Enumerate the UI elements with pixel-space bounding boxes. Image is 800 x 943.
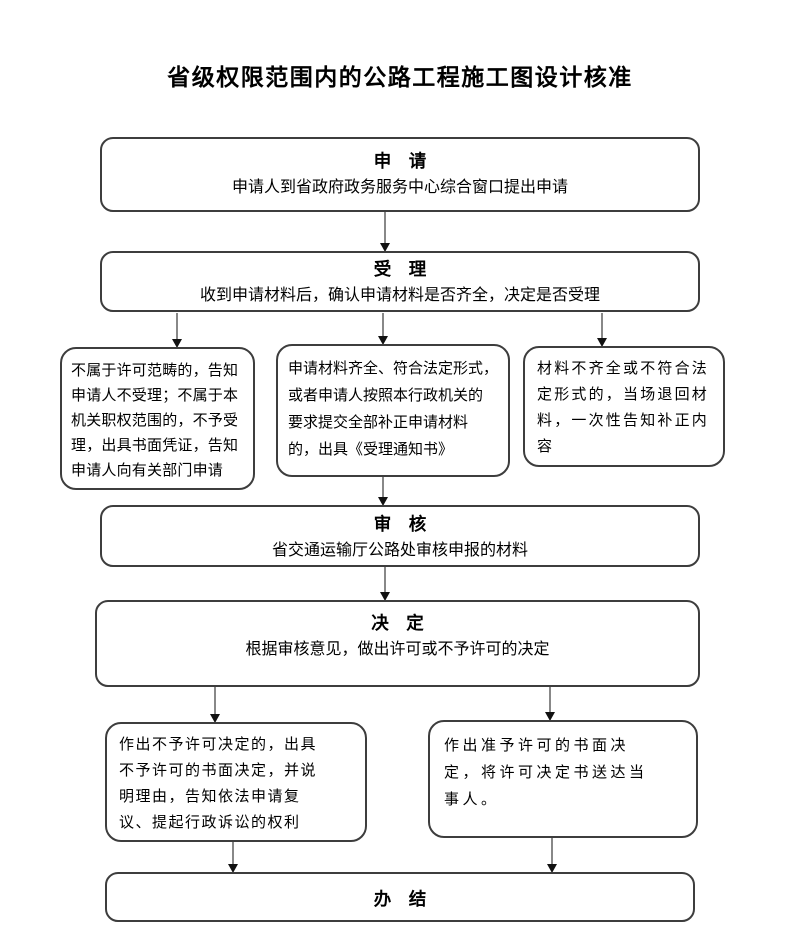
page-title: 省级权限范围内的公路工程施工图设计核准 bbox=[167, 64, 633, 90]
arrow-shaft bbox=[601, 313, 603, 339]
node-return-materials: 材料不齐全或不符合法 定形式的，当场退回材 料，一次性告知补正内 容 bbox=[523, 346, 725, 467]
arrow-shaft bbox=[384, 212, 386, 244]
node-complete-label: 办 结 bbox=[373, 889, 427, 909]
arrow-accept-to-accept-notice bbox=[377, 313, 389, 345]
arrow-shaft bbox=[382, 313, 384, 337]
arrow-shaft bbox=[384, 567, 386, 593]
arrow-decision-to-grant bbox=[544, 687, 556, 721]
node-grant-text: 作出准予许可的书面决 定，将许可决定书送达当 事人。 bbox=[444, 737, 648, 808]
arrow-head bbox=[172, 339, 182, 348]
arrow-shaft bbox=[214, 687, 216, 715]
node-deny: 作出不予许可决定的，出具 不予许可的书面决定，并说 明理由，告知依法申请复 议、… bbox=[105, 722, 367, 842]
arrow-accept-to-reject-scope bbox=[171, 313, 183, 348]
arrow-head bbox=[547, 864, 557, 873]
arrow-head bbox=[597, 338, 607, 347]
arrow-head bbox=[545, 712, 555, 721]
arrow-head bbox=[380, 243, 390, 252]
node-accept-notice: 申请材料齐全、符合法定形式， 或者申请人按照本行政机关的 要求提交全部补正申请材… bbox=[276, 344, 510, 477]
arrow-head bbox=[378, 497, 388, 506]
node-accept-desc: 收到申请材料后，确认申请材料是否齐全，决定是否受理 bbox=[199, 287, 600, 304]
node-review-label: 审 核 bbox=[373, 514, 427, 534]
arrow-shaft bbox=[549, 687, 551, 713]
arrow-apply-to-accept bbox=[379, 212, 391, 252]
node-accept: 受 理 收到申请材料后，确认申请材料是否齐全，决定是否受理 bbox=[100, 251, 700, 312]
node-grant: 作出准予许可的书面决 定，将许可决定书送达当 事人。 bbox=[428, 720, 698, 838]
node-apply-label: 申 请 bbox=[373, 151, 427, 171]
arrow-head bbox=[228, 864, 238, 873]
arrow-head bbox=[380, 592, 390, 601]
arrow-accept-to-return-materials bbox=[596, 313, 608, 347]
node-review: 审 核 省交通运输厅公路处审核申报的材料 bbox=[100, 505, 700, 567]
arrow-head bbox=[378, 336, 388, 345]
node-decision-label: 决 定 bbox=[371, 613, 424, 633]
node-apply: 申 请 申请人到省政府政务服务中心综合窗口提出申请 bbox=[100, 137, 700, 212]
node-reject-scope: 不属于许可范畴的，告知 申请人不受理；不属于本 机关职权范围的，不予受 理，出具… bbox=[60, 347, 255, 490]
arrow-deny-to-complete bbox=[227, 842, 239, 873]
node-deny-text: 作出不予许可决定的，出具 不予许可的书面决定，并说 明理由，告知依法申请复 议、… bbox=[119, 736, 318, 831]
node-complete: 办 结 bbox=[105, 872, 695, 922]
node-accept-notice-text: 申请材料齐全、符合法定形式， 或者申请人按照本行政机关的 要求提交全部补正申请材… bbox=[288, 360, 499, 458]
node-decision-desc: 根据审核意见，做出许可或不予许可的决定 bbox=[245, 641, 550, 658]
arrow-shaft bbox=[551, 838, 553, 865]
node-accept-label: 受 理 bbox=[373, 259, 427, 279]
node-review-desc: 省交通运输厅公路处审核申报的材料 bbox=[271, 542, 528, 559]
arrow-accept-notice-to-review bbox=[377, 477, 389, 506]
node-reject-scope-text: 不属于许可范畴的，告知 申请人不受理；不属于本 机关职权范围的，不予受 理，出具… bbox=[71, 362, 239, 479]
arrow-grant-to-complete bbox=[546, 838, 558, 873]
node-apply-desc: 申请人到省政府政务服务中心综合窗口提出申请 bbox=[231, 179, 568, 196]
node-return-materials-text: 材料不齐全或不符合法 定形式的，当场退回材 料，一次性告知补正内 容 bbox=[537, 360, 710, 455]
arrow-head bbox=[210, 714, 220, 723]
arrow-shaft bbox=[232, 842, 234, 865]
arrow-review-to-decision bbox=[379, 567, 391, 601]
arrow-shaft bbox=[382, 477, 384, 498]
node-decision: 决 定 根据审核意见，做出许可或不予许可的决定 bbox=[95, 600, 700, 687]
arrow-decision-to-deny bbox=[209, 687, 221, 723]
arrow-shaft bbox=[176, 313, 178, 340]
